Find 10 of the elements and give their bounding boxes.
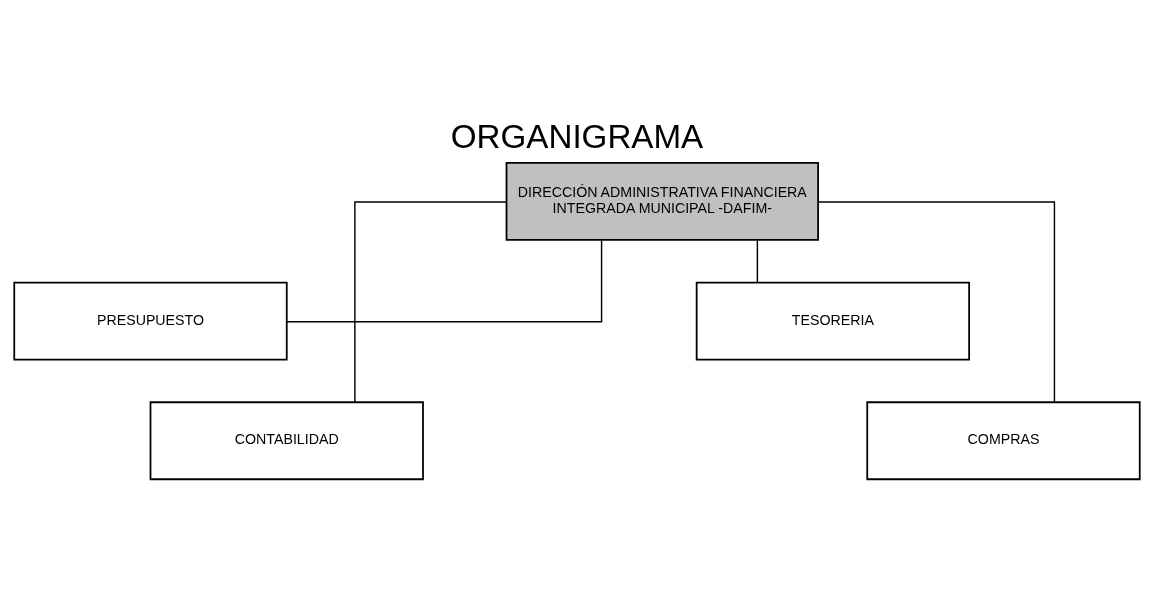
node-box: TESORERIA bbox=[695, 281, 971, 360]
connector bbox=[354, 200, 508, 403]
node-box: COMPRAS bbox=[866, 400, 1141, 480]
connector bbox=[286, 238, 603, 322]
node-box: DIRECCIÓN ADMINISTRATIVA FINANCIERA INTEGRADA MUNICIPAL -DAFIM- bbox=[505, 161, 819, 241]
connector bbox=[817, 200, 1056, 403]
diagram-title: ORGANIGRAMA bbox=[450, 117, 704, 155]
connector bbox=[756, 238, 759, 283]
node-box: CONTABILIDAD bbox=[149, 400, 424, 480]
node-box: PRESUPUESTO bbox=[13, 281, 288, 360]
